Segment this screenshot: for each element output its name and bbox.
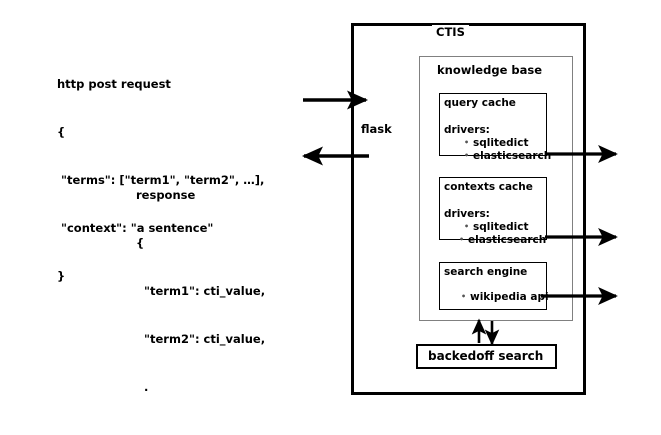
response-line-5: . <box>136 428 149 435</box>
request-line-1: { <box>57 125 66 139</box>
contexts-cache-title: contexts cache <box>444 181 533 193</box>
query-cache-title: query cache <box>444 97 516 109</box>
ctis-box <box>351 23 586 395</box>
request-line-0: http post request <box>57 77 171 91</box>
contexts-cache-driver-elasticsearch: elasticsearch <box>459 234 546 246</box>
response-line-4: . <box>136 380 149 394</box>
response-line-1: { <box>136 236 145 250</box>
http-post-request-block: http post request { "terms": ["term1", "… <box>57 44 264 316</box>
query-cache-driver-sqlitedict: sqlitedict <box>464 137 529 149</box>
response-line-2: "term1": cti_value, <box>136 284 266 298</box>
response-block: response { "term1": cti_value, "term2": … <box>136 155 265 435</box>
query-cache-drivers-label: drivers: <box>444 124 490 136</box>
request-line-3: "context": "a sentence" <box>57 221 214 235</box>
request-line-2: "terms": ["term1", "term2", …], <box>57 173 265 187</box>
query-cache-driver-elasticsearch: elasticsearch <box>464 150 551 162</box>
contexts-cache-drivers-label: drivers: <box>444 208 490 220</box>
backedoff-search-label: backedoff search <box>428 349 544 363</box>
contexts-cache-driver-sqlitedict: sqlitedict <box>464 221 529 233</box>
search-engine-box <box>439 262 547 310</box>
search-engine-title: search engine <box>444 266 528 278</box>
ctis-title: CTIS <box>432 25 469 39</box>
knowledge-base-box <box>419 56 573 321</box>
request-line-4: } <box>57 269 66 283</box>
flask-label: flask <box>361 122 392 136</box>
response-line-3: "term2": cti_value, <box>136 332 266 346</box>
knowledge-base-title: knowledge base <box>437 63 543 77</box>
search-engine-wikipedia-api: wikipedia api <box>461 291 549 303</box>
response-line-0: response <box>136 188 196 202</box>
